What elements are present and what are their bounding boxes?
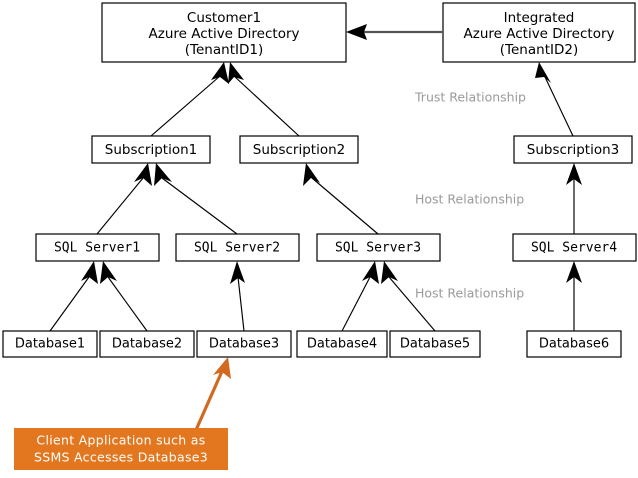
- edge-srv3-to-sub2: [303, 163, 379, 235]
- customer1-tenant-box[interactable]: Customer1 Azure Active Directory (Tenant…: [101, 2, 347, 63]
- arrowhead-db3: [230, 261, 245, 284]
- sql-server4-label: SQL Server4: [531, 241, 617, 256]
- edge-db1-to-srv1: [49, 261, 98, 332]
- database6-label: Database6: [539, 337, 609, 352]
- arrowhead-sub1: [211, 62, 229, 84]
- arrowhead-srv4: [566, 163, 582, 185]
- customer1-tenant-rect: [101, 2, 347, 63]
- sql-server3-box[interactable]: SQL Server3: [316, 233, 441, 262]
- edge-sub3-to-integrated: [535, 62, 574, 137]
- arrowhead-srv3: [303, 163, 320, 186]
- database2-rect: [99, 330, 195, 358]
- edge-sub1-to-customer1: [150, 62, 229, 137]
- database5-rect: [389, 330, 481, 358]
- edge-srv4-to-sub3: [566, 163, 582, 234]
- sql-server2-rect: [175, 233, 300, 262]
- subscription3-rect: [513, 135, 633, 164]
- integrated-tenant-line-2: Azure Active Directory: [464, 26, 615, 42]
- arrowhead-trust: [346, 24, 367, 40]
- subscription2-label: Subscription2: [253, 142, 345, 158]
- integrated-tenant-line-1: Integrated: [504, 10, 575, 26]
- sql-server3-rect: [316, 233, 441, 262]
- arrowhead-db5: [381, 261, 398, 284]
- database6-rect: [526, 330, 622, 358]
- sql-server4-rect: [512, 233, 637, 262]
- edge-trust-integrated-to-customer1: [346, 24, 443, 40]
- sql-server1-box[interactable]: SQL Server1: [35, 233, 160, 262]
- subscription3-label: Subscription3: [527, 142, 619, 158]
- subscription1-box[interactable]: Subscription1: [91, 135, 211, 164]
- host-relationship-label-lower: Host Relationship: [415, 286, 524, 301]
- callout-connector: [194, 368, 225, 431]
- integrated-tenant-rect: [442, 2, 636, 63]
- subscription1-label: Subscription1: [105, 142, 197, 158]
- integrated-tenant-box[interactable]: Integrated Azure Active Directory (Tenan…: [442, 2, 636, 63]
- subscription2-box[interactable]: Subscription2: [239, 135, 359, 164]
- sql-server3-label: SQL Server3: [335, 241, 421, 256]
- database2-box[interactable]: Database2: [99, 330, 195, 358]
- edge-sub2-to-customer1: [228, 62, 300, 137]
- database1-rect: [2, 330, 98, 358]
- sql-server4-box[interactable]: SQL Server4: [512, 233, 637, 262]
- arrowhead-db6: [566, 261, 582, 283]
- edge-db2-to-srv1: [100, 261, 148, 332]
- customer1-tenant-line-1: Customer1: [187, 10, 261, 26]
- callout-arrowhead: [213, 357, 231, 379]
- customer1-tenant-line-3: (TenantID1): [185, 42, 263, 58]
- arrowhead-db1: [81, 261, 98, 284]
- edge-db5-to-srv3: [381, 261, 436, 332]
- sql-server1-rect: [35, 233, 160, 262]
- edge-db6-to-srv4: [566, 261, 582, 331]
- database5-label: Database5: [400, 337, 470, 352]
- sql-server1-label: SQL Server1: [54, 241, 140, 256]
- integrated-tenant-line-3: (TenantID2): [500, 42, 578, 58]
- database2-label: Database2: [112, 337, 182, 352]
- arrowhead-srv2: [154, 163, 172, 186]
- arrowhead-db2: [100, 261, 117, 284]
- database1-box[interactable]: Database1: [2, 330, 98, 358]
- sql-server2-label: SQL Server2: [194, 241, 280, 256]
- database4-label: Database4: [307, 337, 377, 352]
- database1-label: Database1: [15, 337, 85, 352]
- callout-line-2: SSMS Accesses Database3: [34, 450, 208, 465]
- trust-relationship-label: Trust Relationship: [414, 90, 526, 105]
- host-relationship-label-upper: Host Relationship: [415, 192, 524, 207]
- arrowhead-sub3: [535, 62, 551, 83]
- callout-line-1: Client Application such as: [36, 433, 205, 448]
- subscription3-box[interactable]: Subscription3: [513, 135, 633, 164]
- sql-server2-box[interactable]: SQL Server2: [175, 233, 300, 262]
- edge-db4-to-srv3: [341, 261, 379, 332]
- arrowhead-db4: [362, 261, 379, 284]
- arrowhead-sub2: [228, 62, 244, 84]
- edge-db3-to-srv2: [230, 261, 245, 332]
- subscription2-rect: [239, 135, 359, 164]
- database3-rect: [196, 330, 292, 358]
- arrowhead-srv1: [134, 163, 152, 186]
- edge-srv2-to-sub1: [154, 163, 238, 235]
- callout-rect: [14, 428, 228, 470]
- database3-box[interactable]: Database3: [196, 330, 292, 358]
- database3-label: Database3: [209, 337, 279, 352]
- edge-srv1-to-sub1: [96, 163, 152, 235]
- database4-box[interactable]: Database4: [296, 330, 388, 358]
- customer1-tenant-line-2: Azure Active Directory: [149, 26, 300, 42]
- client-app-callout[interactable]: Client Application such as SSMS Accesses…: [14, 357, 231, 470]
- database6-box[interactable]: Database6: [526, 330, 622, 358]
- database5-box[interactable]: Database5: [389, 330, 481, 358]
